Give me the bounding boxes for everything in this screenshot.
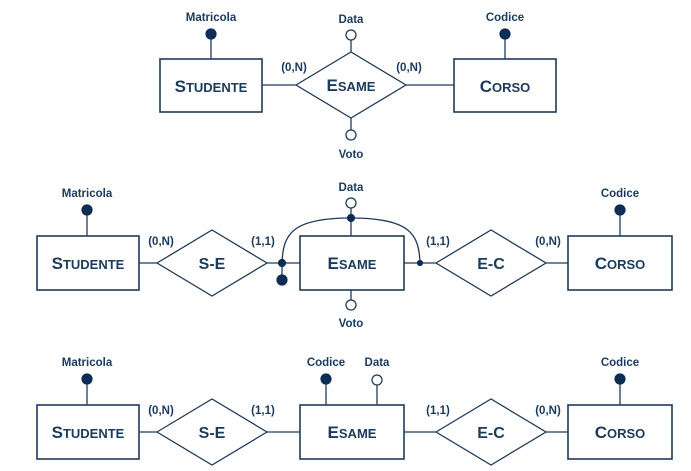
entity-label: STUDENTE xyxy=(175,77,248,96)
attribute-label: Data xyxy=(365,357,391,369)
cardinality-label: (1,1) xyxy=(426,405,450,417)
identifier-junction-dot xyxy=(416,259,424,267)
attribute-label: Voto xyxy=(339,149,364,161)
entity-label: ESAME xyxy=(328,423,377,442)
attribute-label: Codice xyxy=(601,357,639,369)
entity-label: STUDENTE xyxy=(52,254,125,273)
attribute-label: Matricola xyxy=(186,12,237,24)
attribute-label: Matricola xyxy=(62,188,113,200)
attribute-label: Data xyxy=(339,14,365,26)
attribute-key-dot xyxy=(205,28,217,40)
cardinality-label: (0,N) xyxy=(281,62,307,74)
attribute-key-dot xyxy=(320,373,332,385)
relationship-label: ESAME xyxy=(327,76,376,95)
relationship-se xyxy=(155,229,269,297)
entity-label: ESAME xyxy=(328,254,377,273)
attribute-label: Codice xyxy=(601,188,639,200)
attribute-label: Data xyxy=(339,182,365,194)
cardinality-label: (1,1) xyxy=(251,405,275,417)
entity-esame xyxy=(299,235,405,291)
relationship-label: S-E xyxy=(199,425,226,442)
identifier-junction-dot xyxy=(277,258,287,268)
cardinality-label: (1,1) xyxy=(426,236,450,248)
entity-corso xyxy=(567,235,673,291)
entity-studente xyxy=(36,404,140,460)
diagram-1: STUDENTE ESAME CORSO Matricola Codice Da… xyxy=(159,12,557,161)
attribute-key-dot xyxy=(81,373,93,385)
cardinality-label: (0,N) xyxy=(535,405,561,417)
attribute-key-dot xyxy=(499,28,511,40)
relationship-ec xyxy=(434,398,548,466)
entity-label: CORSO xyxy=(595,423,646,442)
attribute-dot xyxy=(345,129,357,141)
relationship-label: S-E xyxy=(199,256,226,273)
cardinality-label: (0,N) xyxy=(148,405,174,417)
attribute-key-dot xyxy=(81,204,93,216)
attribute-label: Voto xyxy=(339,318,364,330)
relationship-esame xyxy=(294,51,408,119)
attribute-label: Matricola xyxy=(62,357,113,369)
entity-corso xyxy=(453,58,557,113)
relationship-label: E-C xyxy=(477,425,505,442)
entity-label: CORSO xyxy=(480,77,531,96)
cardinality-label: (0,N) xyxy=(148,236,174,248)
entity-label: CORSO xyxy=(595,254,646,273)
entity-studente xyxy=(159,58,263,113)
identifier-junction-dot xyxy=(346,213,356,223)
cardinality-label: (1,1) xyxy=(251,236,275,248)
entity-corso xyxy=(567,404,673,460)
attribute-dot xyxy=(345,197,357,209)
entity-label: STUDENTE xyxy=(52,423,125,442)
identifier-key-dot xyxy=(276,274,288,286)
cardinality-label: (0,N) xyxy=(535,236,561,248)
attribute-label: Codice xyxy=(307,357,345,369)
attribute-label: Codice xyxy=(486,12,524,24)
cardinality-label: (0,N) xyxy=(396,62,422,74)
attribute-dot xyxy=(345,29,357,41)
diagram-3: STUDENTE S-E ESAME E-C CORSO Matricola C… xyxy=(36,357,673,466)
attribute-dot xyxy=(371,374,383,386)
attribute-dot xyxy=(345,299,357,311)
relationship-se xyxy=(155,398,269,466)
attribute-key-dot xyxy=(614,204,626,216)
entity-studente xyxy=(36,235,140,291)
diagram-2: STUDENTE S-E ESAME E-C CORSO Matricola C… xyxy=(36,182,673,330)
entity-esame xyxy=(299,404,405,460)
attribute-key-dot xyxy=(614,373,626,385)
relationship-ec xyxy=(434,229,548,297)
relationship-label: E-C xyxy=(477,256,505,273)
